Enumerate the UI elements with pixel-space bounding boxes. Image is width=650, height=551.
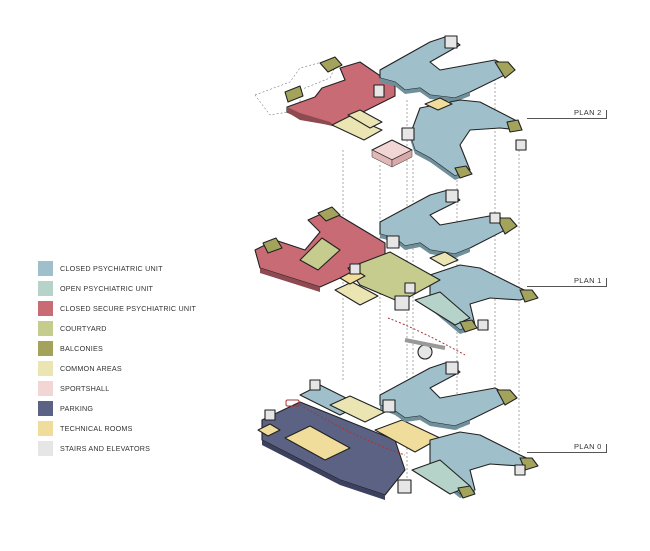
plan-0-leader	[527, 452, 607, 453]
legend-item: BALCONIES	[38, 338, 196, 358]
legend-label: SPORTSHALL	[60, 383, 110, 393]
legend-swatch	[38, 400, 53, 416]
plan-0-tick	[606, 444, 607, 453]
legend-swatch	[38, 360, 53, 376]
plan-1-tick	[606, 278, 607, 287]
legend-label: TECHNICAL ROOMS	[60, 423, 133, 433]
legend-swatch	[38, 420, 53, 436]
plan-1-level	[254, 189, 539, 360]
legend-swatch	[38, 440, 53, 456]
legend-item: OPEN PSYCHIATRIC UNIT	[38, 278, 196, 298]
plan2-common-area	[331, 115, 383, 141]
plan-0-label: PLAN 0	[574, 442, 602, 451]
legend-item: STAIRS AND ELEVATORS	[38, 438, 196, 458]
legend-item: CLOSED PSYCHIATRIC UNIT	[38, 258, 196, 278]
plan-2-leader	[527, 118, 607, 119]
plan1-courtyard-centre	[347, 251, 441, 303]
legend-item: SPORTSHALL	[38, 378, 196, 398]
legend: CLOSED PSYCHIATRIC UNIT OPEN PSYCHIATRIC…	[38, 258, 196, 458]
legend-item: CLOSED SECURE PSYCHIATRIC UNIT	[38, 298, 196, 318]
car-icon	[285, 399, 300, 407]
plan-2-label: PLAN 2	[574, 108, 602, 117]
legend-swatch	[38, 320, 53, 336]
plan-1-label: PLAN 1	[574, 276, 602, 285]
legend-item: PARKING	[38, 398, 196, 418]
plan2-balcony-left	[284, 85, 304, 103]
legend-label: BALCONIES	[60, 343, 103, 353]
legend-label: CLOSED PSYCHIATRIC UNIT	[60, 263, 163, 273]
legend-swatch	[38, 300, 53, 316]
plan-1-leader	[527, 286, 607, 287]
legend-swatch	[38, 260, 53, 276]
legend-item: COURTYARD	[38, 318, 196, 338]
plan-2-level	[254, 35, 527, 180]
legend-item: COMMON AREAS	[38, 358, 196, 378]
plan-0-level	[257, 361, 539, 500]
legend-label: OPEN PSYCHIATRIC UNIT	[60, 283, 154, 293]
legend-label: PARKING	[60, 403, 94, 413]
legend-swatch	[38, 380, 53, 396]
plan-2-tick	[606, 110, 607, 119]
legend-label: STAIRS AND ELEVATORS	[60, 443, 151, 453]
legend-label: COMMON AREAS	[60, 363, 122, 373]
legend-item: TECHNICAL ROOMS	[38, 418, 196, 438]
legend-swatch	[38, 340, 53, 356]
plan1-courtyard-left	[299, 237, 341, 271]
plan2-closed-unit-bottom	[409, 99, 521, 177]
legend-label: COURTYARD	[60, 323, 107, 333]
legend-label: CLOSED SECURE PSYCHIATRIC UNIT	[60, 303, 197, 313]
legend-swatch	[38, 280, 53, 296]
plan0-technical-rooms	[284, 425, 351, 461]
plan1-open-unit	[414, 291, 471, 326]
